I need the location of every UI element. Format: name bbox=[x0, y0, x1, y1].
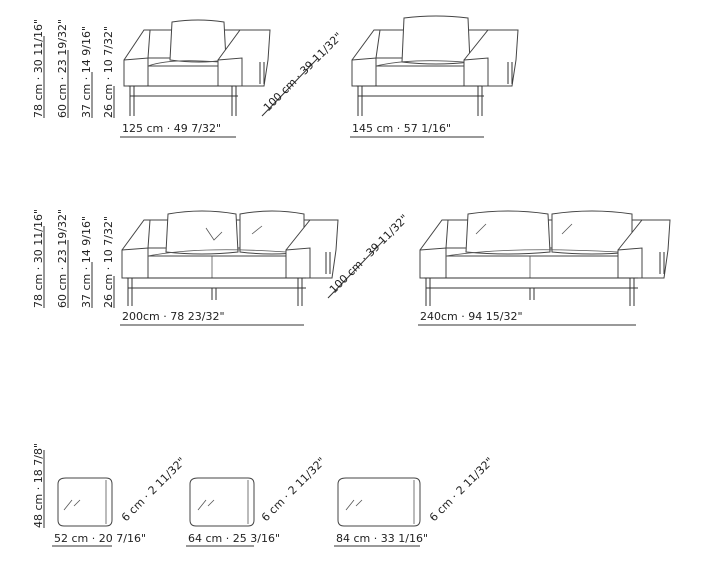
depth-label-row2: 100 cm · 39 11/32" bbox=[327, 212, 411, 299]
height-labels-row1: 78 cm · 30 11/16" 60 cm · 23 19/32" 37 c… bbox=[32, 19, 115, 118]
cushion-84 bbox=[337, 477, 421, 527]
height-label-78: 78 cm · 30 11/16" bbox=[32, 19, 45, 118]
cushion-depth-2: 6 cm · 2 11/32" bbox=[259, 455, 328, 524]
cushion-64 bbox=[189, 477, 255, 527]
depth-text-row2: 100 cm · 39 11/32" bbox=[327, 212, 411, 296]
height-label-60-b: 60 cm · 23 19/32" bbox=[56, 209, 69, 308]
armchair-125 bbox=[123, 19, 271, 116]
height-label-60: 60 cm · 23 19/32" bbox=[56, 19, 69, 118]
cushion-height-label: 48 cm · 18 7/8" bbox=[32, 443, 45, 528]
cushion-width-64: 64 cm · 25 3/16" bbox=[188, 532, 280, 545]
height-label-26-b: 26 cm · 10 7/32" bbox=[102, 216, 115, 308]
cushion-depth-3: 6 cm · 2 11/32" bbox=[427, 455, 496, 524]
height-label-78-b: 78 cm · 30 11/16" bbox=[32, 209, 45, 308]
depth-label-row1: 100 cm · 39 11/32" bbox=[261, 30, 345, 117]
cushion-width-84: 84 cm · 33 1/16" bbox=[336, 532, 428, 545]
height-label-26: 26 cm · 10 7/32" bbox=[102, 26, 115, 118]
width-label-240: 240cm · 94 15/32" bbox=[420, 310, 523, 323]
sofa-240 bbox=[419, 210, 671, 306]
height-labels-row2: 78 cm · 30 11/16" 60 cm · 23 19/32" 37 c… bbox=[32, 209, 115, 308]
width-label-125: 125 cm · 49 7/32" bbox=[122, 122, 221, 135]
width-label-200: 200cm · 78 23/32" bbox=[122, 310, 225, 323]
sofa-200 bbox=[121, 210, 339, 306]
cushion-depth-1: 6 cm · 2 11/32" bbox=[119, 455, 188, 524]
armchair-145 bbox=[351, 15, 519, 116]
cushion-width-52: 52 cm · 20 7/16" bbox=[54, 532, 146, 545]
height-label-37: 37 cm · 14 9/16" bbox=[80, 26, 93, 118]
height-label-37-b: 37 cm · 14 9/16" bbox=[80, 216, 93, 308]
cushion-52 bbox=[57, 477, 113, 527]
depth-text-row1: 100 cm · 39 11/32" bbox=[261, 30, 345, 114]
width-label-145: 145 cm · 57 1/16" bbox=[352, 122, 451, 135]
cushion-height-text: 48 cm · 18 7/8" bbox=[32, 443, 45, 528]
